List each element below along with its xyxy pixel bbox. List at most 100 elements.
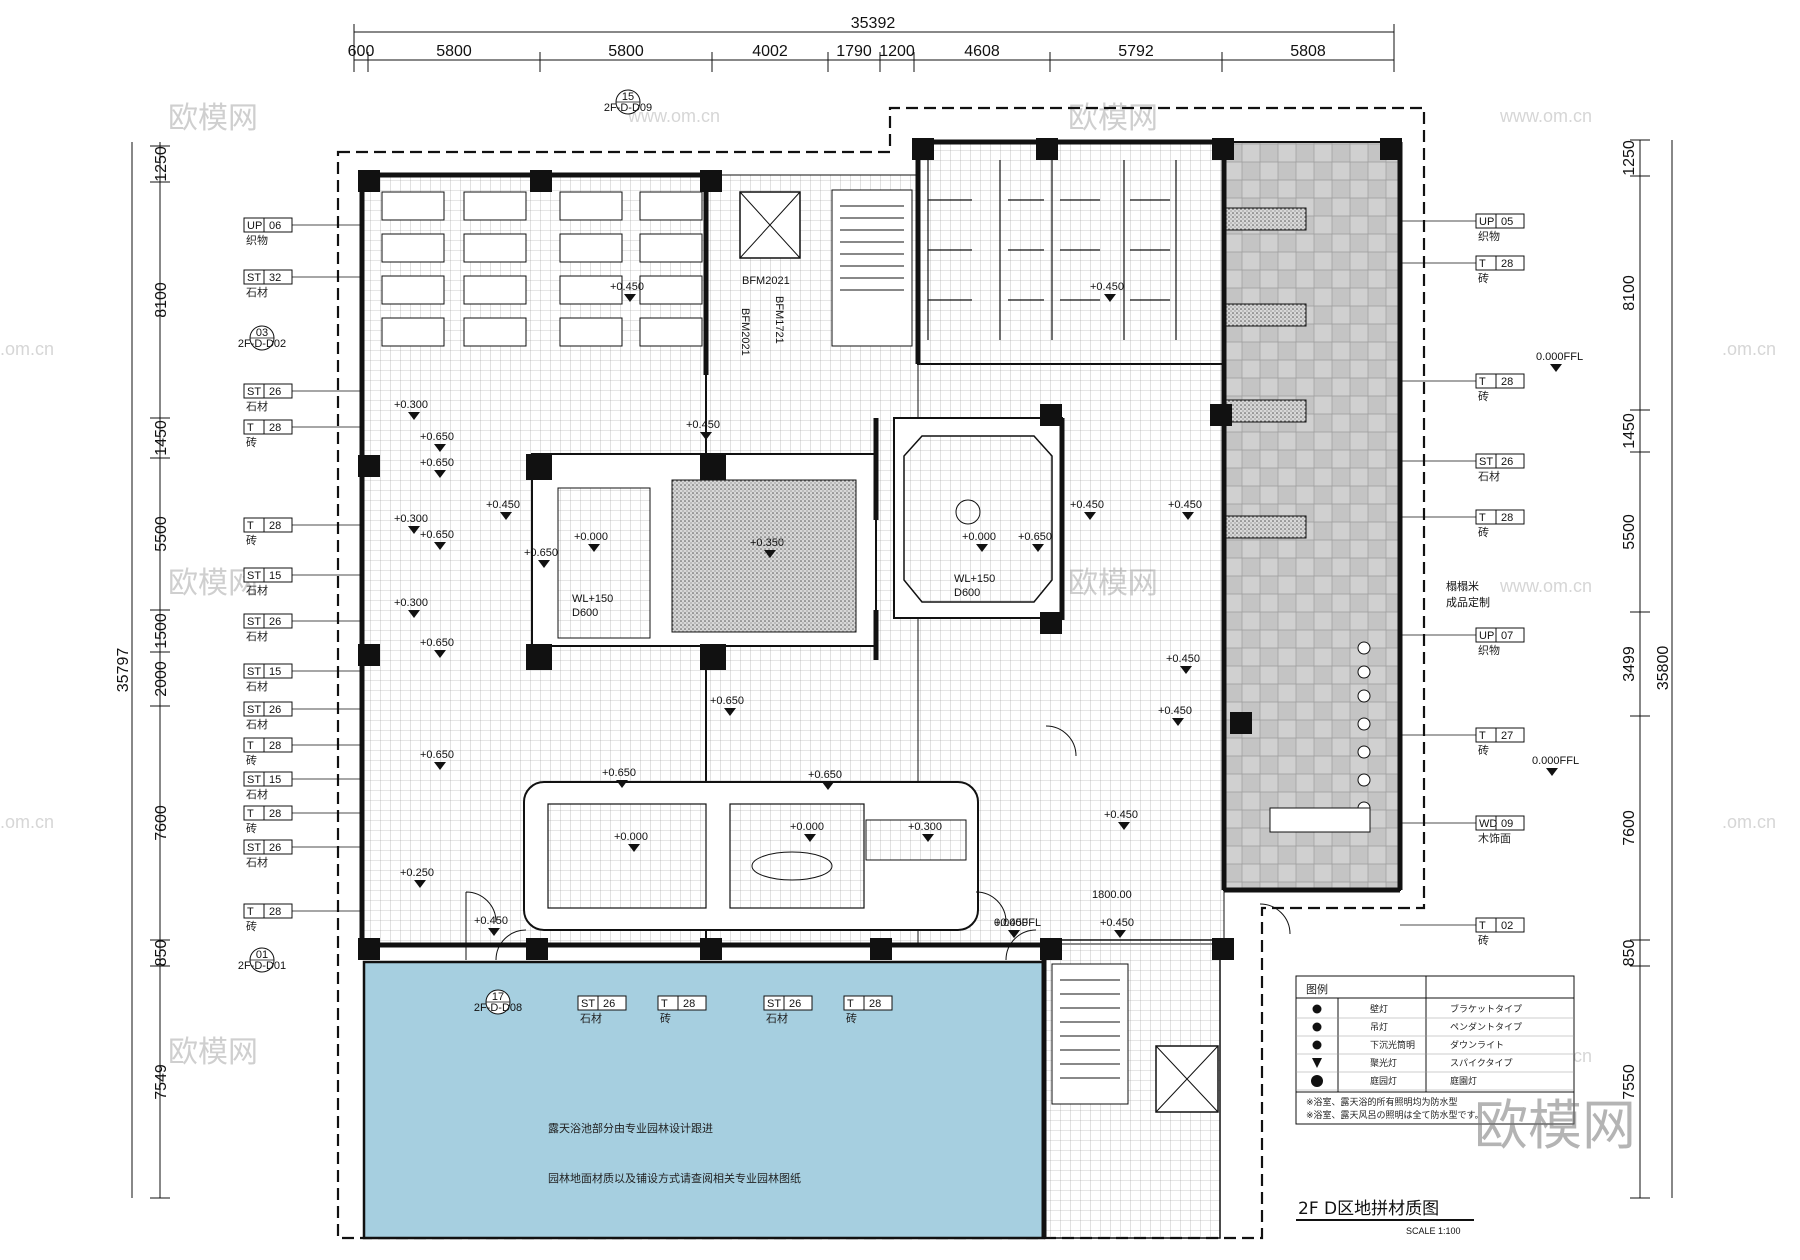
tag-code: T <box>247 520 254 532</box>
level-label: +0.650 <box>420 637 454 649</box>
right-dimensions <box>1639 140 1673 1198</box>
level-marks: +0.450+0.450+0.450+0.450+0.650+0.300+0.6… <box>394 281 1583 938</box>
dim-segment-label: 600 <box>348 43 375 60</box>
tag-material: 砖 <box>1478 525 1489 539</box>
tag-number: 26 <box>789 998 801 1010</box>
tag-number: 28 <box>869 998 881 1010</box>
dim-segment-label: 1790 <box>836 43 872 60</box>
tag-code: T <box>847 998 854 1010</box>
tag-code: ST <box>247 272 261 284</box>
level-label: +0.450 <box>1070 499 1104 511</box>
level-label: +0.300 <box>394 399 428 411</box>
tag-number: 26 <box>269 704 281 716</box>
tag-material: 石材 <box>246 679 268 693</box>
level-triangle <box>434 470 446 478</box>
dim-segment-label: 5500 <box>153 516 170 552</box>
dim-segment-label: 4608 <box>964 43 1000 60</box>
tag-number: 27 <box>1501 730 1513 742</box>
legend-title: 图例 <box>1306 982 1328 996</box>
legend-symbol <box>1312 1022 1322 1032</box>
tag-code: T <box>1479 730 1486 742</box>
level-label: +0.650 <box>420 457 454 469</box>
tag-material: 砖 <box>1478 271 1489 285</box>
locker-cubicles <box>927 160 1177 340</box>
tag-code: ST <box>1479 456 1493 468</box>
watermark: 欧模网 <box>168 566 258 601</box>
legend-item-name: 聚光灯 <box>1370 1057 1397 1069</box>
water-depth-2: D600 <box>954 587 980 599</box>
right-total-dimension: 35800 <box>1655 646 1672 691</box>
tag-material: 砖 <box>1478 743 1489 757</box>
legend-item-name: 庭园灯 <box>1370 1075 1397 1087</box>
tag-material: 石材 <box>1478 469 1500 483</box>
legend-symbol <box>1312 1004 1322 1014</box>
dim-segment-label: 3499 <box>1621 646 1638 682</box>
level-triangle <box>616 780 628 788</box>
section-ref: 2F-D-D02 <box>238 338 286 350</box>
drawing-scale: SCALE 1:100 <box>1406 1226 1461 1236</box>
watermark: 欧模网 <box>168 1035 258 1070</box>
level-label: +0.650 <box>420 749 454 761</box>
dim-label: 1800.00 <box>1092 889 1132 901</box>
tag-material: 砖 <box>1478 389 1489 403</box>
tag-number: 15 <box>269 570 281 582</box>
tag-number: 28 <box>269 808 281 820</box>
tag-code: ST <box>767 998 781 1010</box>
dim-segment-label: 5500 <box>1621 514 1638 550</box>
tatami-beds <box>1225 207 1307 539</box>
dim-segment-label: 1500 <box>153 613 170 649</box>
tag-number: 28 <box>683 998 695 1010</box>
site-boundary <box>336 106 1426 1240</box>
tag-material: 砖 <box>246 435 257 449</box>
tag-code: T <box>1479 258 1486 270</box>
dim-segment-label: 7600 <box>1621 810 1638 846</box>
level-triangle <box>1032 544 1044 552</box>
tag-material: 石材 <box>246 855 268 869</box>
thick-walls <box>359 139 1403 1238</box>
level-label: +0.000 <box>574 531 608 543</box>
pool-note-2: 园林地面材质以及铺设方式请查阅相关专业园林图纸 <box>548 1171 801 1185</box>
shower-fixtures <box>1269 641 1371 833</box>
watermark-url: .om.cn <box>1722 812 1776 832</box>
door-code: BFM1721 <box>773 296 785 344</box>
level-triangle <box>434 762 446 770</box>
legend-note: ※浴室、露天浴的所有照明均为防水型 <box>1306 1096 1458 1108</box>
tag-material: 石材 <box>580 1011 602 1025</box>
level-triangle <box>1546 768 1558 776</box>
dim-segment-label: 5800 <box>608 43 644 60</box>
tag-material: 砖 <box>660 1011 671 1025</box>
level-triangle <box>1172 718 1184 726</box>
tag-number: 28 <box>269 906 281 918</box>
tag-material: 石材 <box>246 717 268 731</box>
level-label: 0.000FFL <box>1532 755 1579 767</box>
tag-number: 28 <box>269 740 281 752</box>
level-label: 0.000FFL <box>1536 351 1583 363</box>
level-label: +0.450 <box>994 917 1028 929</box>
dim-segment-label: 5808 <box>1290 43 1326 60</box>
dim-segment-label: 1250 <box>1621 140 1638 176</box>
level-triangle <box>408 610 420 618</box>
tag-number: 15 <box>269 774 281 786</box>
level-triangle <box>434 542 446 550</box>
tag-code: ST <box>247 842 261 854</box>
legend-symbol <box>1311 1075 1323 1087</box>
tag-number: 26 <box>269 842 281 854</box>
watermark-url: .om.cn <box>0 812 54 832</box>
tag-material: 织物 <box>246 233 268 247</box>
tag-number: 05 <box>1501 216 1513 228</box>
level-triangle <box>976 544 988 552</box>
legend-item-jp: 庭園灯 <box>1450 1075 1477 1087</box>
level-label: +0.650 <box>808 769 842 781</box>
level-triangle <box>434 444 446 452</box>
watermark: 欧模网 <box>168 101 258 136</box>
tag-material: 织物 <box>1478 643 1500 657</box>
tag-material: 织物 <box>1478 229 1500 243</box>
tag-code: ST <box>247 570 261 582</box>
door-code: BFM2021 <box>739 308 751 356</box>
tag-code: T <box>1479 512 1486 524</box>
